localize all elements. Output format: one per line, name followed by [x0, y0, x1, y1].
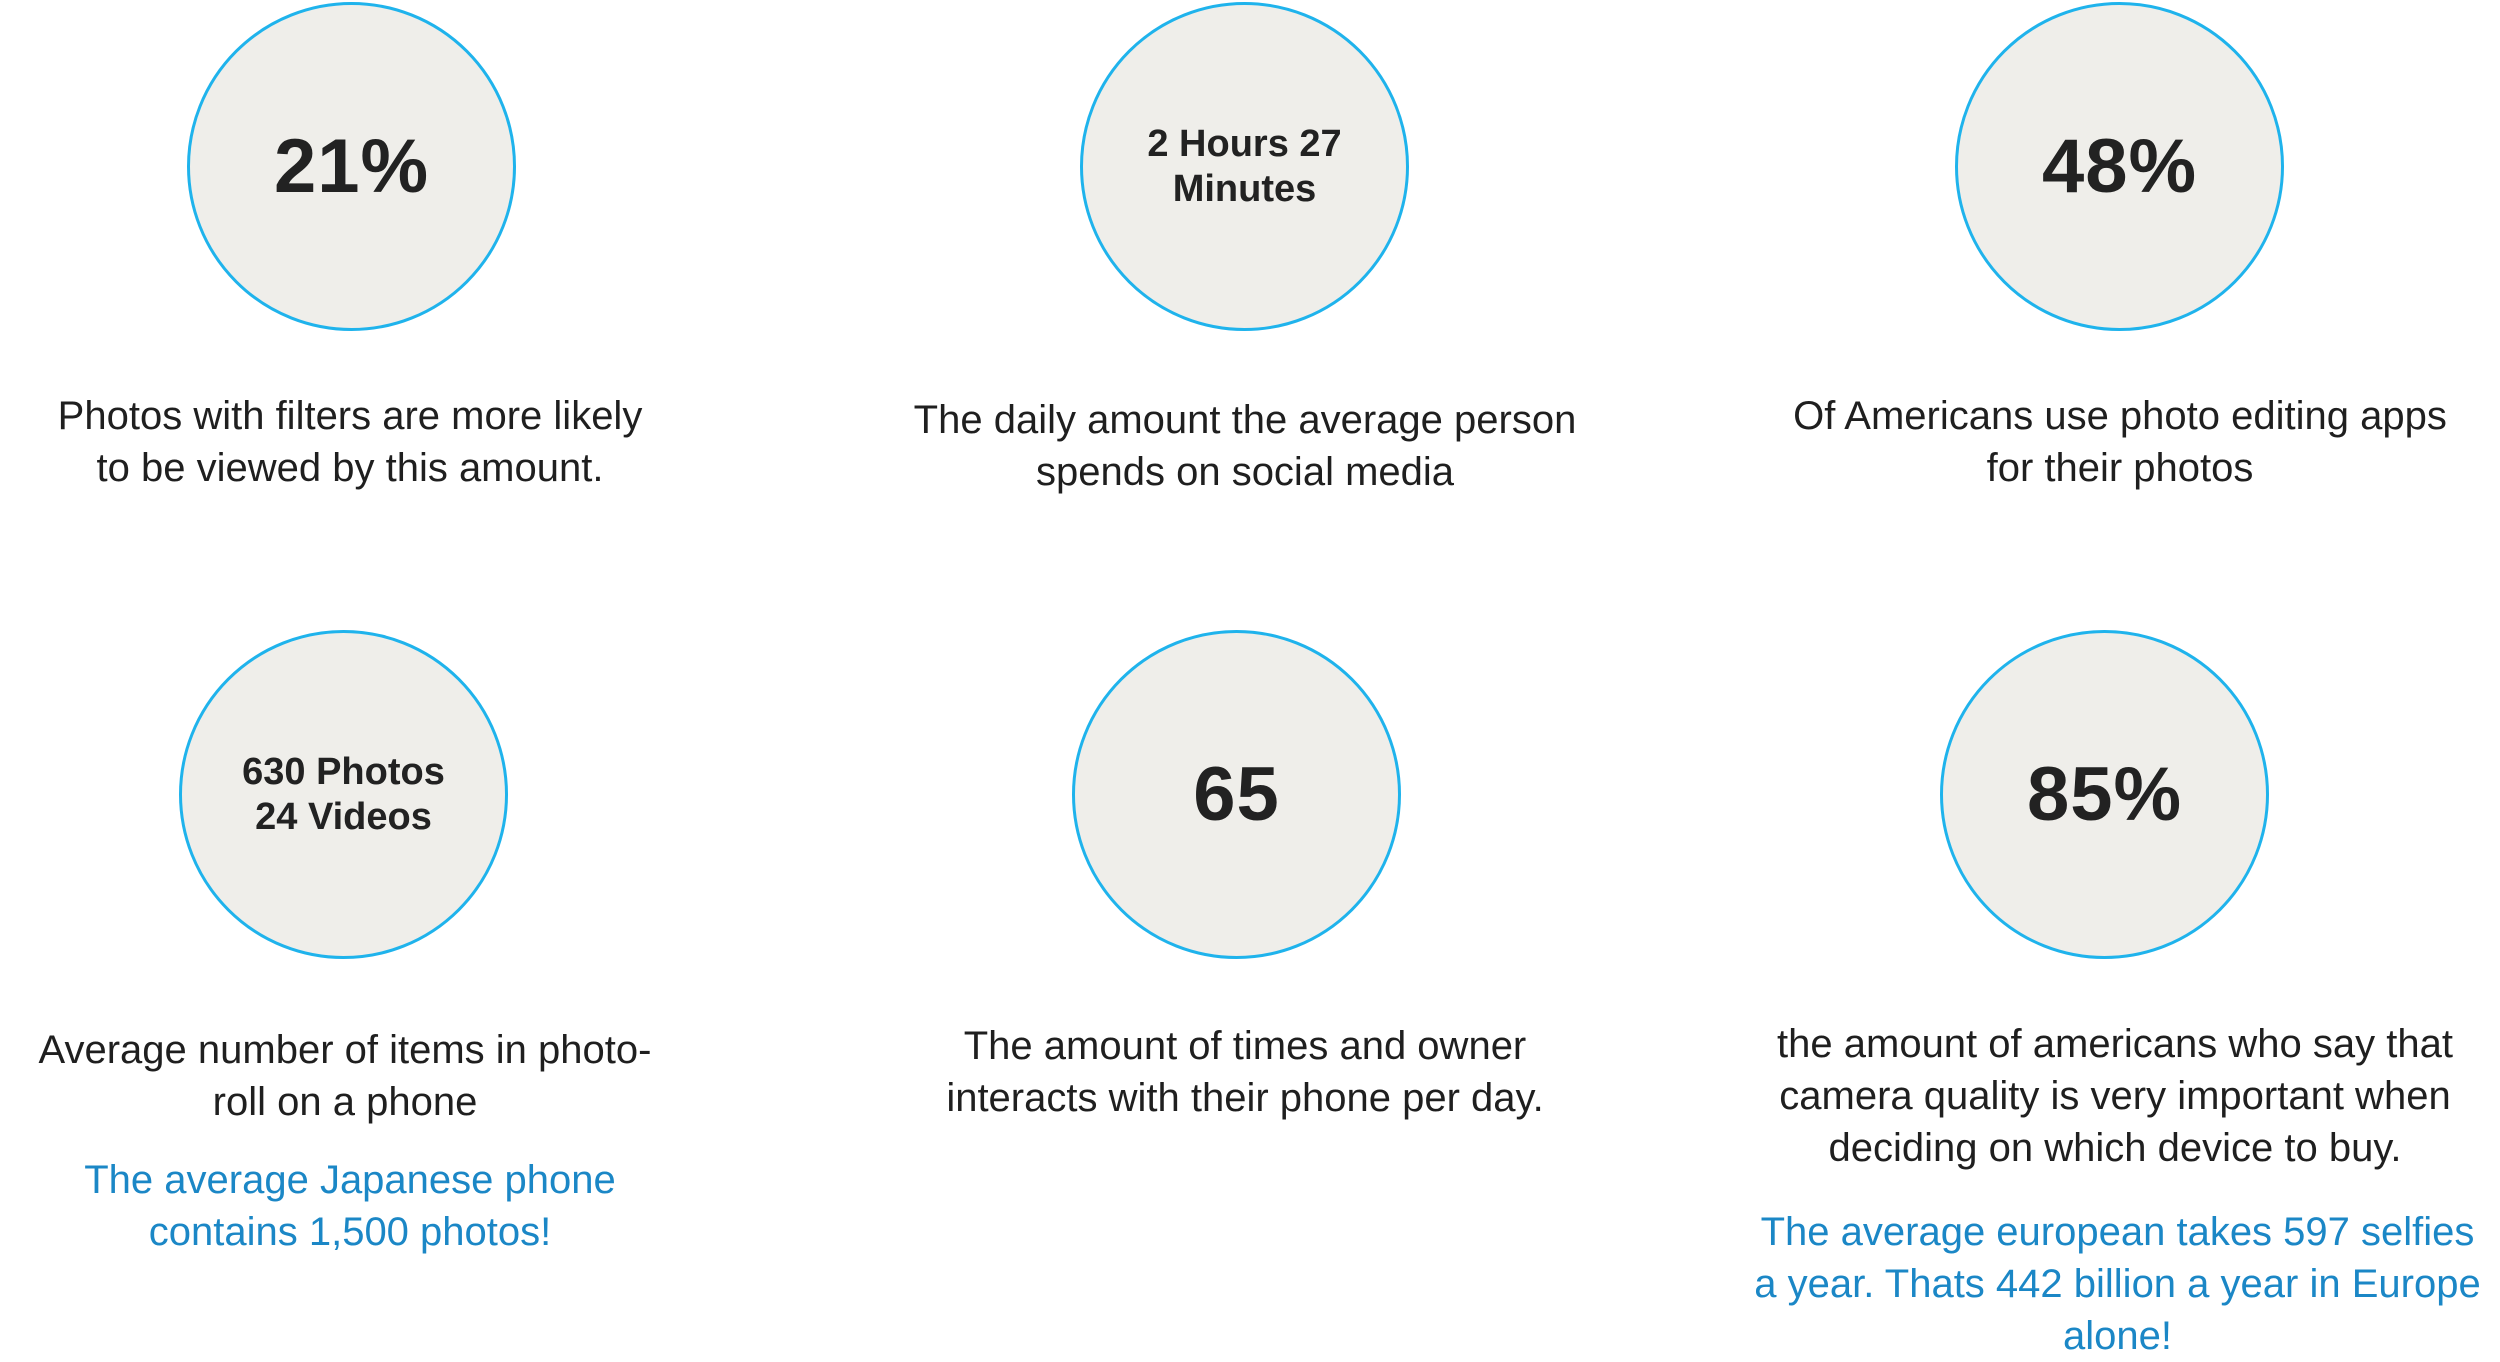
- note-line: The average european takes 597 selfies: [1760, 1210, 2475, 1254]
- description-line: deciding on which device to buy.: [1828, 1126, 2402, 1170]
- description-line: interacts with their phone per day.: [946, 1076, 1544, 1120]
- description-line: The amount of times and owner: [963, 1024, 1527, 1068]
- description-line: roll on a phone: [212, 1080, 478, 1124]
- description-line: Average number of items in photo-: [38, 1028, 652, 1072]
- description-line: to be viewed by this amount.: [96, 446, 604, 490]
- stat-circle-camera-quality: 85%: [1940, 630, 2269, 959]
- stat-note-japanese-phone: The average Japanese phone contains 1,50…: [0, 1154, 700, 1258]
- stat-description-editing-apps: Of Americans use photo editing apps for …: [1750, 390, 2490, 494]
- stat-value-line: 2 Hours 27: [1147, 122, 1342, 165]
- stat-note-european-selfies: The average european takes 597 selfies a…: [1735, 1206, 2500, 1362]
- stat-circle-editing-apps: 48%: [1955, 2, 2284, 331]
- stat-value: 21%: [273, 124, 430, 209]
- stat-description-filters: Photos with filters are more likely to b…: [0, 390, 700, 494]
- stat-value: 85%: [2026, 752, 2183, 837]
- description-line: camera quality is very important when: [1779, 1074, 2451, 1118]
- description-line: Photos with filters are more likely: [57, 394, 643, 438]
- stat-description-photo-roll: Average number of items in photo- roll o…: [0, 1024, 690, 1128]
- stat-value: 65: [1193, 752, 1280, 837]
- stat-value-line: 24 Videos: [255, 795, 432, 838]
- description-line: the amount of americans who say that: [1777, 1022, 2453, 1066]
- note-line: alone!: [2063, 1314, 2172, 1358]
- note-line: a year. Thats 442 billion a year in Euro…: [1754, 1262, 2481, 1306]
- note-line: contains 1,500 photos!: [148, 1210, 552, 1254]
- stat-circle-phone-interactions: 65: [1072, 630, 1401, 959]
- stat-circle-filters: 21%: [187, 2, 516, 331]
- stat-description-camera-quality: the amount of americans who say that cam…: [1740, 1018, 2490, 1174]
- stat-value: 48%: [2041, 124, 2198, 209]
- stat-description-phone-interactions: The amount of times and owner interacts …: [890, 1020, 1600, 1124]
- description-line: The daily amount the average person: [913, 398, 1577, 442]
- description-line: Of Americans use photo editing apps: [1793, 394, 2447, 438]
- description-line: for their photos: [1986, 446, 2254, 490]
- stat-circle-social-media-time: 2 Hours 27 Minutes: [1080, 2, 1409, 331]
- note-line: The average Japanese phone: [84, 1158, 616, 1202]
- stat-value-line: 630 Photos: [242, 750, 445, 793]
- description-line: spends on social media: [1035, 450, 1455, 494]
- stat-value-line: Minutes: [1172, 167, 1317, 210]
- stat-description-social-media-time: The daily amount the average person spen…: [880, 394, 1610, 498]
- stat-circle-photo-roll: 630 Photos 24 Videos: [179, 630, 508, 959]
